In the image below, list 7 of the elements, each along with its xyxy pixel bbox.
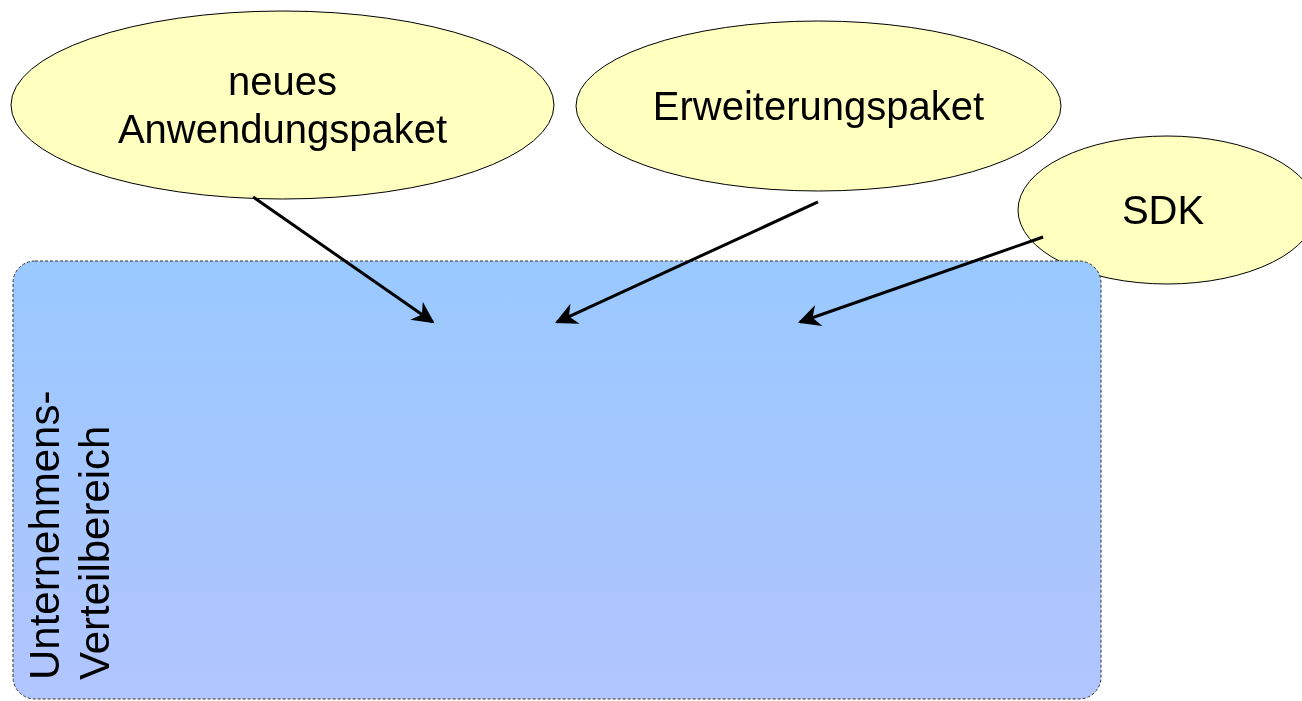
node-label: Erweiterungspaket	[652, 83, 985, 130]
arrow	[252, 195, 435, 324]
node-label: SDK	[1121, 187, 1205, 234]
arrow	[555, 200, 819, 324]
arrow	[798, 235, 1044, 326]
node-label: neues Anwendungspaket	[116, 58, 449, 153]
area-title: Unternehmens- Verteilbereich	[20, 389, 119, 680]
